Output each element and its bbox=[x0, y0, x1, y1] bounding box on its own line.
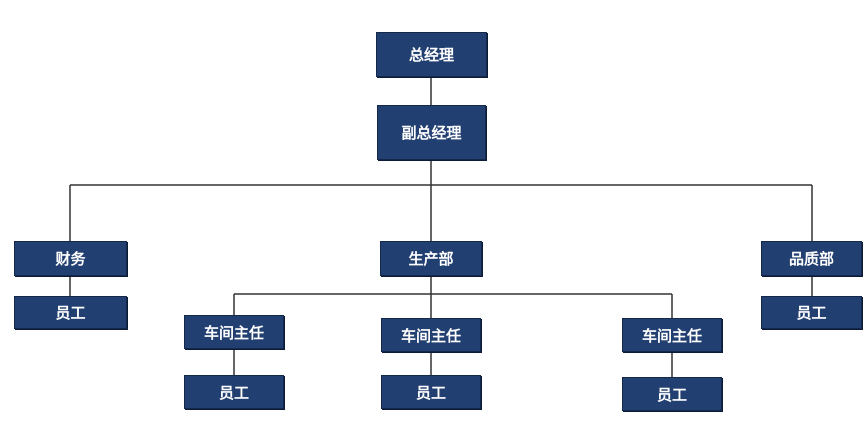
workshop-staff-box-2: 员工 bbox=[381, 375, 481, 409]
workshop-staff-label: 员工 bbox=[415, 383, 446, 402]
finance-label: 财务 bbox=[55, 250, 86, 268]
deputy-general-manager-label: 副总经理 bbox=[401, 124, 462, 142]
workshop-director-label: 车间主任 bbox=[641, 326, 702, 345]
quality-box: 品质部 bbox=[761, 241, 862, 276]
workshop-director-label: 车间主任 bbox=[400, 326, 461, 345]
workshop-staff-box-3: 员工 bbox=[622, 377, 722, 411]
workshop-staff-box-1: 员工 bbox=[184, 375, 284, 409]
quality-label: 品质部 bbox=[788, 250, 834, 268]
quality-staff-label: 员工 bbox=[796, 304, 827, 322]
general-manager-box: 总经理 bbox=[376, 32, 487, 77]
production-box: 生产部 bbox=[380, 241, 482, 276]
finance-staff-label: 员工 bbox=[55, 304, 86, 322]
finance-staff-box: 员工 bbox=[14, 296, 127, 329]
deputy-general-manager-box: 副总经理 bbox=[377, 105, 486, 160]
production-label: 生产部 bbox=[408, 250, 454, 268]
quality-staff-box: 员工 bbox=[761, 296, 862, 329]
general-manager-label: 总经理 bbox=[408, 46, 454, 64]
workshop-director-box-1: 车间主任 bbox=[184, 315, 284, 349]
workshop-director-box-2: 车间主任 bbox=[381, 318, 481, 352]
workshop-staff-label: 员工 bbox=[656, 385, 687, 404]
finance-box: 财务 bbox=[14, 241, 127, 276]
workshop-director-box-3: 车间主任 bbox=[622, 318, 722, 352]
workshop-staff-label: 员工 bbox=[218, 383, 249, 402]
workshop-director-label: 车间主任 bbox=[203, 323, 264, 342]
